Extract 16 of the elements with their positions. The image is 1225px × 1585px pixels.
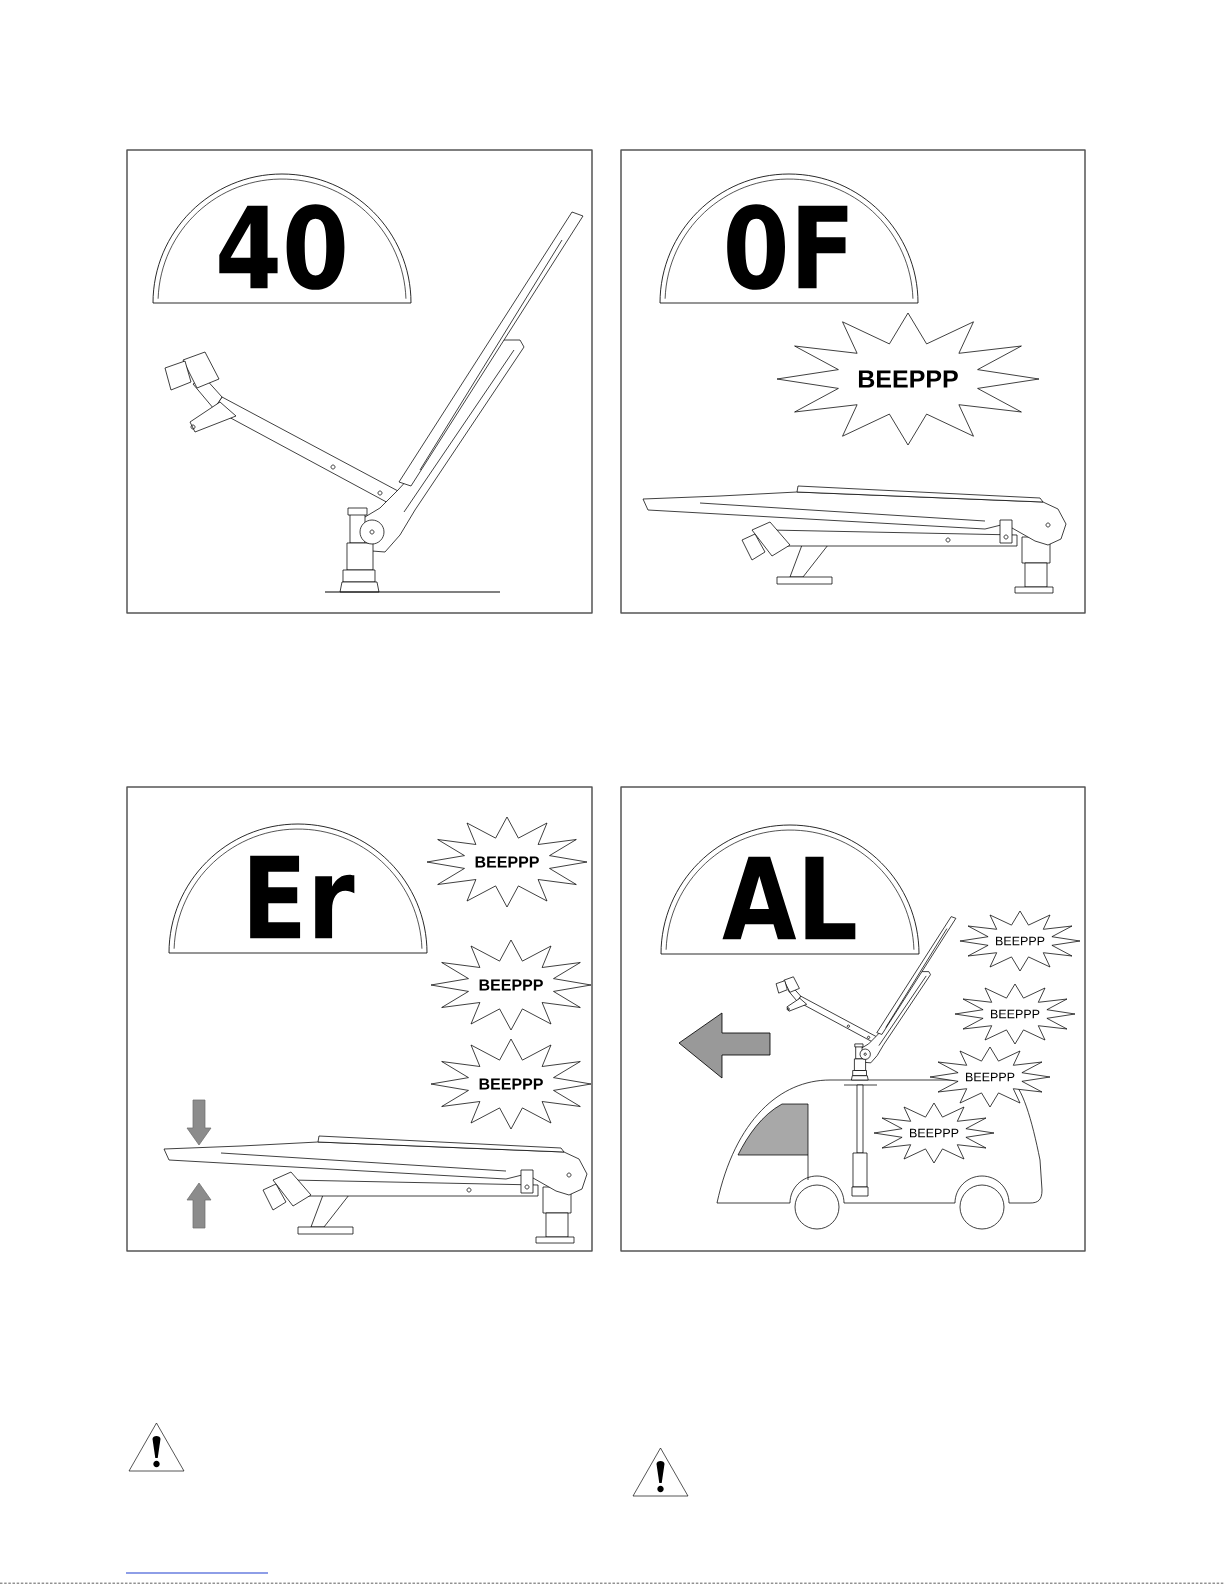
starburst: BEEPPP: [776, 312, 1040, 446]
starburst: BEEPPP: [929, 1046, 1051, 1108]
lcd-display: 40: [152, 173, 412, 304]
starburst: BEEPPP: [426, 816, 588, 908]
starburst: BEEPPP: [430, 939, 592, 1031]
lcd-display: 0F: [659, 173, 919, 304]
starburst: BEEPPP: [873, 1102, 995, 1164]
lcd-display: AL: [660, 824, 920, 955]
starburst: BEEPPP: [954, 983, 1076, 1045]
panel: [620, 786, 1086, 1252]
panel: [620, 149, 1086, 614]
lcd-display: Er: [168, 823, 428, 954]
starburst: BEEPPP: [959, 910, 1081, 972]
panel: [126, 149, 593, 614]
panel: [126, 786, 593, 1252]
starburst: BEEPPP: [430, 1038, 592, 1130]
